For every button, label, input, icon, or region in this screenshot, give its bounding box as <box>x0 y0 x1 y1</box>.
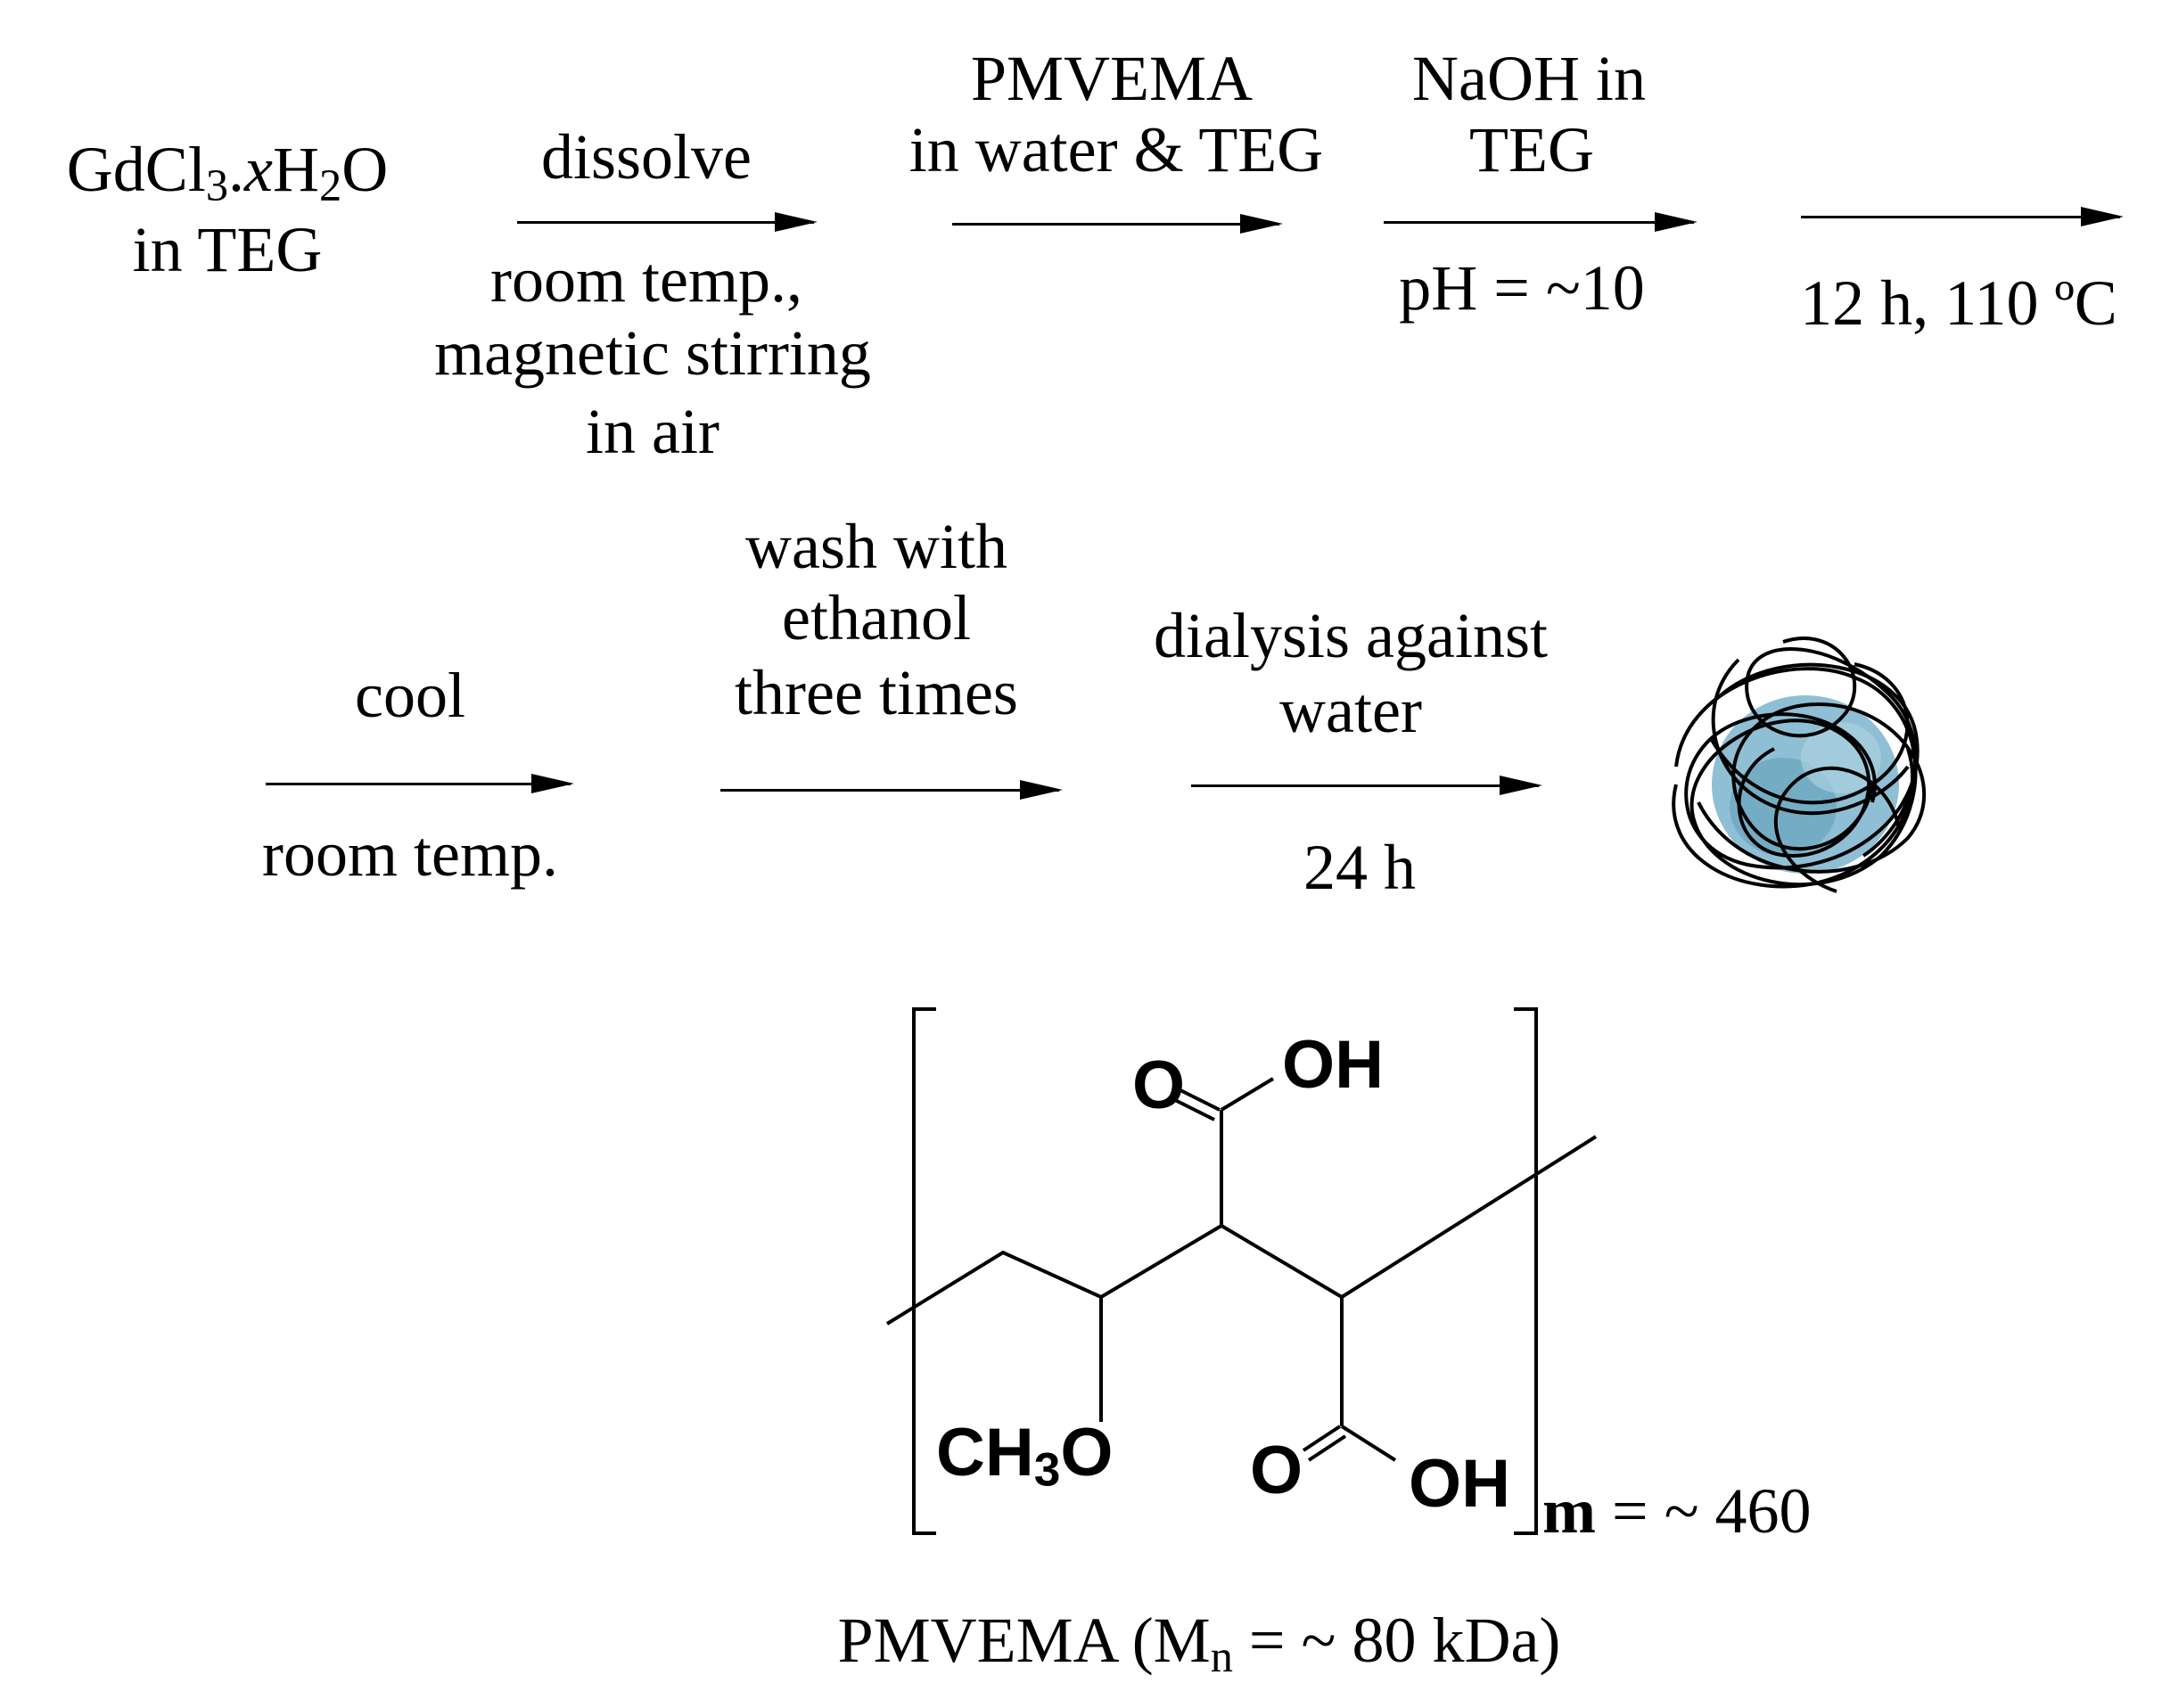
methoxy-group: CH3O <box>936 1417 1114 1507</box>
oh-bond-bottom <box>1340 1425 1397 1462</box>
co-double-bond-top <box>1178 1088 1221 1112</box>
co-double-bond-bottom <box>1307 1434 1347 1462</box>
formula-subscript: 3 <box>205 160 229 211</box>
step-label-above: in water & TEG <box>908 114 1324 185</box>
step-label-below: magnetic stirring <box>434 317 871 389</box>
structure-caption: PMVEMA (Mn = ~ 80 kDa) <box>838 1605 1561 1692</box>
repeat-unit-count: m = ~ 460 <box>1542 1475 1812 1547</box>
starting-material-solvent: in TEG <box>132 214 323 285</box>
step-label-above: dialysis against <box>1154 600 1548 671</box>
carbonyl-oxygen-top: O <box>1132 1047 1186 1123</box>
step-label-above: ethanol <box>782 582 971 653</box>
starting-material: GdCl3.xH2O <box>67 134 388 221</box>
step-label-above: three times <box>735 657 1018 728</box>
step-label-above: wash with <box>745 511 1007 582</box>
formula-oxygen: O <box>341 134 389 205</box>
oh-bond-top <box>1220 1077 1275 1112</box>
formula-x: x <box>244 134 273 205</box>
reaction-arrow <box>952 214 1283 234</box>
reaction-arrow <box>1801 207 2124 226</box>
formula-dot: . <box>228 134 245 205</box>
structure-bonds <box>885 1007 1598 1535</box>
step-label-above: TEG <box>1469 114 1594 185</box>
step-label-above: dissolve <box>540 121 752 193</box>
co-double-bond-bottom <box>1302 1425 1342 1452</box>
polymer-backbone <box>885 1135 1598 1326</box>
repeat-label: m <box>1542 1475 1596 1547</box>
step-label-above: NaOH in <box>1412 43 1646 114</box>
step-label-above: PMVEMA <box>970 43 1254 114</box>
co-double-bond-top <box>1174 1098 1215 1121</box>
caption-subscript: n <box>1210 1631 1233 1682</box>
step-label-below: 24 h <box>1303 832 1416 903</box>
right-bracket <box>1514 1007 1538 1535</box>
step-label-below: room temp. <box>262 818 558 890</box>
caption-suffix: = ~ 80 kDa) <box>1232 1605 1561 1676</box>
methoxy-subscript: 3 <box>1033 1443 1061 1497</box>
polymer-strands <box>1672 636 1927 893</box>
reaction-arrow <box>1191 776 1542 795</box>
reaction-arrow <box>266 774 574 793</box>
step-label-below: 12 h, 110 ºC <box>1800 267 2117 339</box>
step-label-above: water <box>1279 675 1422 746</box>
reaction-arrow <box>720 780 1063 800</box>
methoxy-oxygen: O <box>1060 1415 1114 1490</box>
step-label-below: in air <box>586 396 719 467</box>
repeat-value: = ~ 460 <box>1595 1475 1812 1547</box>
starting-material-formula: GdCl <box>66 134 206 205</box>
caption-prefix: PMVEMA (M <box>837 1605 1211 1676</box>
step-label-below: room temp., <box>490 244 802 316</box>
formula-subscript: 2 <box>319 160 342 211</box>
reaction-arrow <box>1384 212 1698 232</box>
left-bracket <box>912 1007 936 1535</box>
carbonyl-oxygen-bottom: O <box>1250 1433 1303 1508</box>
hydroxyl-bottom: OH <box>1409 1446 1510 1522</box>
hydroxyl-top: OH <box>1282 1027 1384 1103</box>
methoxy-text: CH <box>936 1415 1034 1490</box>
step-label-above: cool <box>355 660 465 731</box>
step-label-below: pH = ~10 <box>1399 252 1645 324</box>
formula-hydrogen: H <box>273 134 319 205</box>
reaction-arrow <box>517 212 818 232</box>
